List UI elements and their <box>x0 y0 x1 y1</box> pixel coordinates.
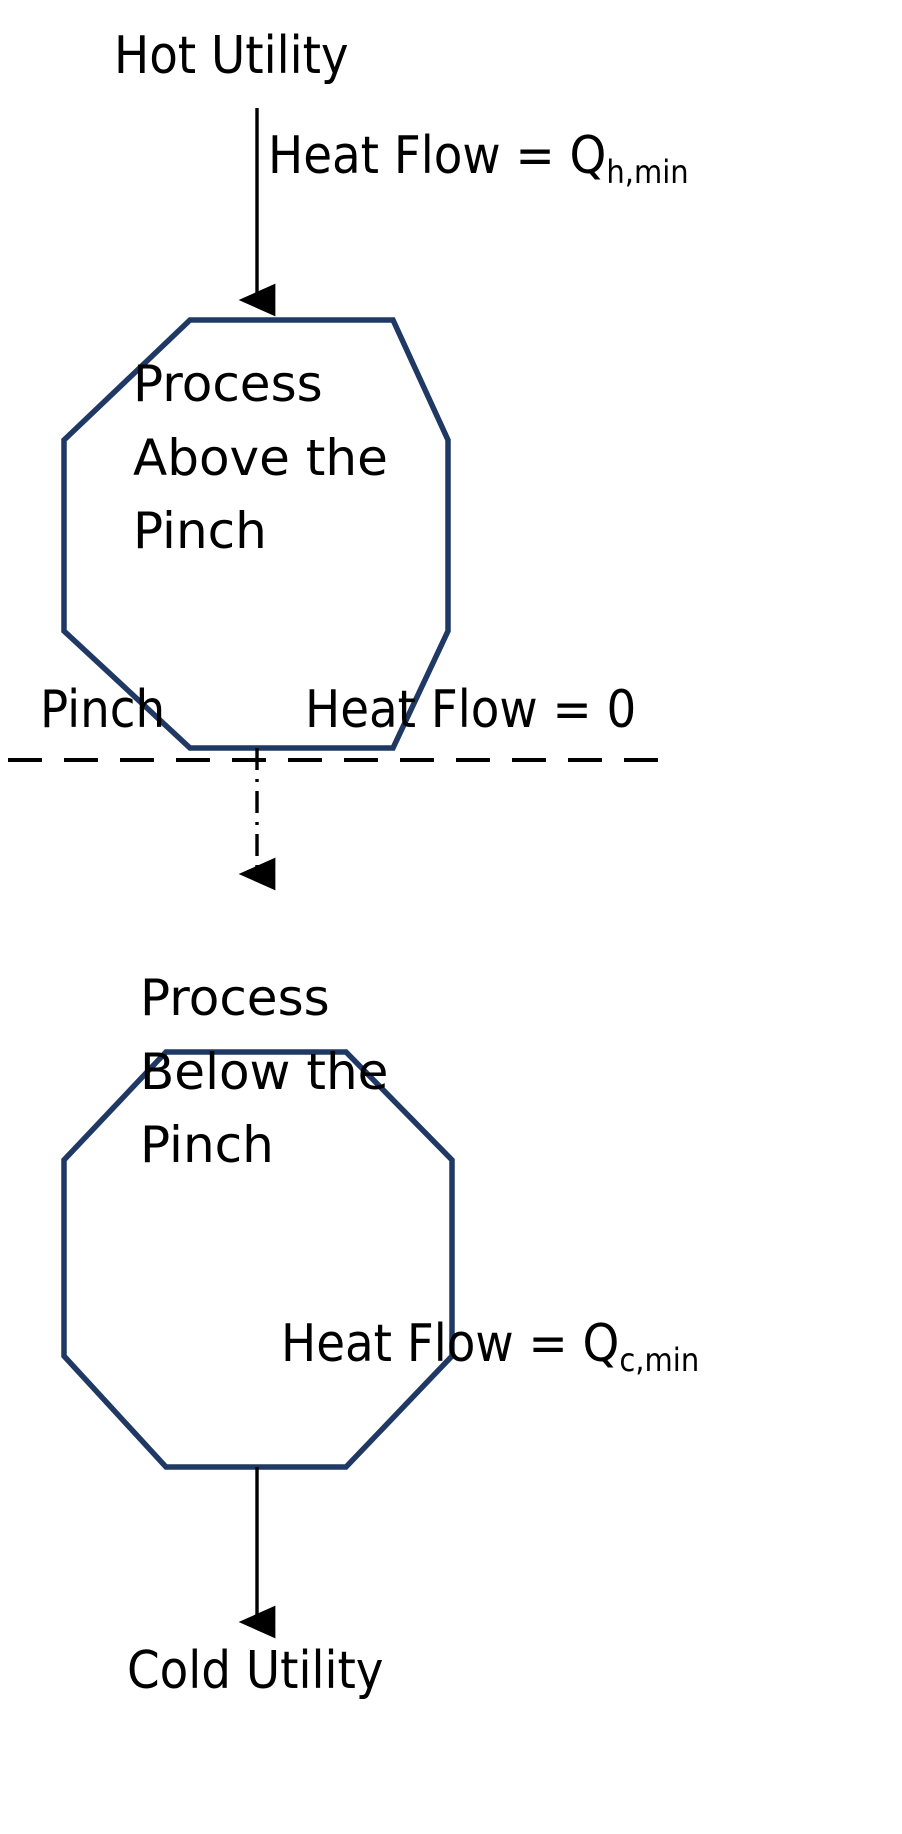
pinch-label: Pinch <box>40 680 166 740</box>
octagon-below-line-1: Process <box>140 969 330 1027</box>
heat-flow-cold-label: Heat Flow = Qc,min <box>281 1318 699 1376</box>
heat-flow-cold-prefix: Heat Flow = Q <box>281 1314 620 1374</box>
octagon-below-line-3: Pinch <box>140 1116 274 1174</box>
octagon-above-line-1: Process <box>133 355 323 413</box>
heat-flow-cold-subscript: c,min <box>619 1340 700 1379</box>
octagon-above-line-2: Above the <box>133 428 388 487</box>
heat-flow-hot-prefix: Heat Flow = Q <box>268 126 607 186</box>
octagon-process-above-pinch <box>61 317 451 751</box>
octagon-above-line-3: Pinch <box>133 502 267 560</box>
cold-utility-label: Cold Utility <box>127 1641 384 1701</box>
octagon-below-line-2: Below the <box>140 1042 389 1101</box>
octagon-process-below-pinch <box>61 1049 455 1470</box>
hot-utility-label: Hot Utility <box>114 26 349 86</box>
octagon-above-pinch-text: Process Above the Pinch <box>133 348 388 569</box>
heat-flow-hot-subscript: h,min <box>606 152 689 191</box>
octagon-below-pinch-text: Process Below the Pinch <box>140 962 388 1183</box>
heat-flow-zero-label: Heat Flow = 0 <box>305 680 637 740</box>
heat-flow-hot-label: Heat Flow = Qh,min <box>268 130 689 188</box>
